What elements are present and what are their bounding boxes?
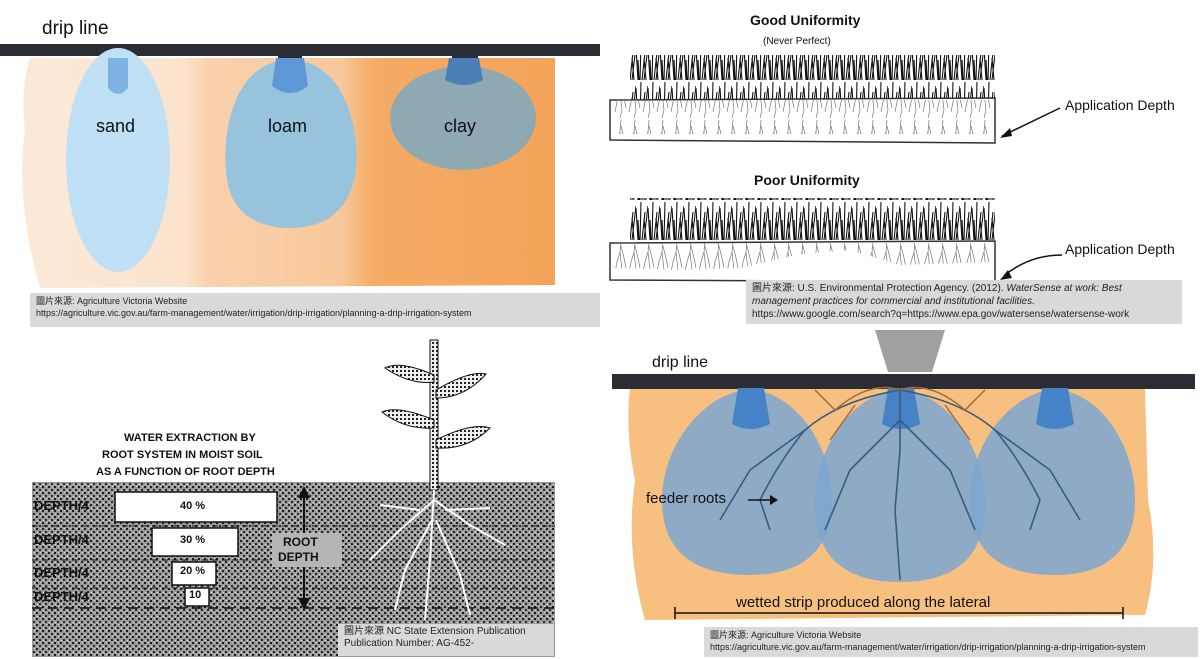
clay-emitter-water: [445, 58, 483, 85]
panel-uniformity: Good Uniformity (Never Perfect) Poor Uni…: [600, 0, 1200, 330]
emitter-left: [732, 388, 770, 429]
plant-leaf: [435, 426, 491, 449]
poor-grass: [630, 198, 995, 243]
uniformity-caption: 圖片來源: U.S. Environmental Protection Agen…: [746, 280, 1182, 324]
caption-source: 圖片來源: Agriculture Victoria Website: [36, 296, 188, 306]
root-depth-label-1: ROOT: [283, 535, 318, 549]
sand-label: sand: [96, 116, 136, 136]
application-depth-arrow-2: [1004, 254, 1063, 276]
loam-wetting-bulb: [225, 60, 357, 228]
extraction-title-line-3: AS A FUNCTION OF ROOT DEPTH: [96, 466, 275, 478]
uniformity-illustration: [609, 55, 1063, 283]
drip-line-label: drip line: [652, 354, 709, 371]
emitter-right: [1036, 388, 1074, 429]
good-uniformity-title: Good Uniformity: [750, 12, 861, 28]
good-uniformity-subtitle: (Never Perfect): [763, 36, 831, 47]
extraction-title-line-2: ROOT SYSTEM IN MOIST SOIL: [102, 449, 263, 461]
loam-emitter-water: [272, 58, 308, 93]
extraction-bar-10: [184, 587, 210, 607]
percent-label-30: 30 %: [180, 534, 206, 546]
caption-publication: Publication Number: AG-452-: [344, 638, 475, 649]
caption-citation-prefix: 圖片來源: U.S. Environmental Protection Agen…: [752, 283, 1007, 294]
drip-line-label: drip line: [42, 18, 109, 39]
wetting-bulb-left: [662, 390, 832, 575]
caption-url: https://agriculture.vic.gov.au/farm-mana…: [710, 642, 1146, 652]
emitter-clay: [452, 52, 478, 60]
root-extraction-caption: 圖片來源 NC State Extension Publication Publ…: [338, 624, 554, 656]
depth-label: DEPTH/4: [34, 589, 89, 604]
drip-soils-illustration: [0, 44, 600, 288]
root-extraction-illustration: [32, 339, 555, 657]
wetted-strip-illustration: [612, 330, 1195, 620]
percent-label-40: 40 %: [180, 500, 206, 512]
emitter-center: [882, 388, 920, 429]
caption-url: https://agriculture.vic.gov.au/farm-mana…: [36, 308, 472, 318]
depth-label: DEPTH/4: [34, 498, 89, 513]
plant-leaf: [435, 372, 487, 399]
good-root-zone: [612, 100, 992, 134]
depth-label: DEPTH/4: [34, 565, 89, 580]
plant-stem: [429, 339, 439, 491]
caption-citation-title: WaterSense at work: Best management prac…: [752, 283, 1122, 307]
application-depth-label-1: Application Depth: [1065, 97, 1175, 113]
panel-drip-soils: drip line sand loam clay 圖片來源: Agricultu…: [0, 0, 600, 330]
wetted-strip-label: wetted strip produced along the lateral: [736, 594, 991, 611]
poor-root-zone: [612, 243, 992, 270]
good-grass: [630, 55, 995, 100]
poor-uniformity-title: Poor Uniformity: [754, 172, 860, 188]
caption-source: 圖片來源: Agriculture Victoria Website: [710, 630, 862, 640]
percent-label-10: 10: [189, 589, 202, 601]
feeder-roots-warm: [814, 386, 986, 441]
plant-leaf: [384, 364, 435, 383]
drip-pipe: [0, 44, 600, 56]
depth-label: DEPTH/4: [34, 532, 89, 547]
wetted-strip-caption: 圖片來源: Agriculture Victoria Website https…: [704, 627, 1198, 657]
sand-emitter-water: [108, 58, 128, 94]
loam-label: loam: [268, 116, 308, 136]
extraction-title-line-1: WATER EXTRACTION BY: [124, 432, 256, 444]
trunk-shadow: [875, 330, 945, 372]
plant-leaf: [381, 409, 435, 429]
clay-wetting-bulb: [390, 66, 536, 170]
percent-label-20: 20 %: [180, 565, 206, 577]
clay-label: clay: [444, 116, 477, 136]
extraction-bar-40: [114, 491, 278, 523]
drip-pipe: [612, 374, 1195, 389]
wetting-bulb-right: [970, 390, 1135, 575]
panel-root-extraction: WATER EXTRACTION BY ROOT SYSTEM IN MOIST…: [0, 330, 600, 659]
root-depth-label-2: DEPTH: [278, 550, 319, 564]
plant-roots: [369, 489, 506, 621]
caption-url: https://www.google.com/search?q=https://…: [752, 309, 1130, 320]
sand-wetting-bulb: [66, 48, 170, 272]
extraction-bar-20: [171, 561, 217, 586]
drip-soils-caption: 圖片來源: Agriculture Victoria Website https…: [30, 293, 600, 327]
application-depth-arrow-1: [1001, 107, 1061, 137]
wetting-bulb-center: [815, 390, 985, 582]
feeder-roots: [719, 388, 1081, 581]
extraction-bar-30: [151, 527, 239, 557]
application-depth-label-2: Application Depth: [1065, 241, 1175, 257]
caption-citation: 圖片來源: U.S. Environmental Protection Agen…: [752, 282, 1176, 308]
emitter-loam: [278, 52, 302, 60]
panel-wetted-strip: drip line feeder roots wetted strip prod…: [600, 330, 1200, 659]
feeder-roots-label: feeder roots: [646, 490, 727, 507]
caption-source: 圖片來源 NC State Extension Publication: [344, 626, 526, 637]
